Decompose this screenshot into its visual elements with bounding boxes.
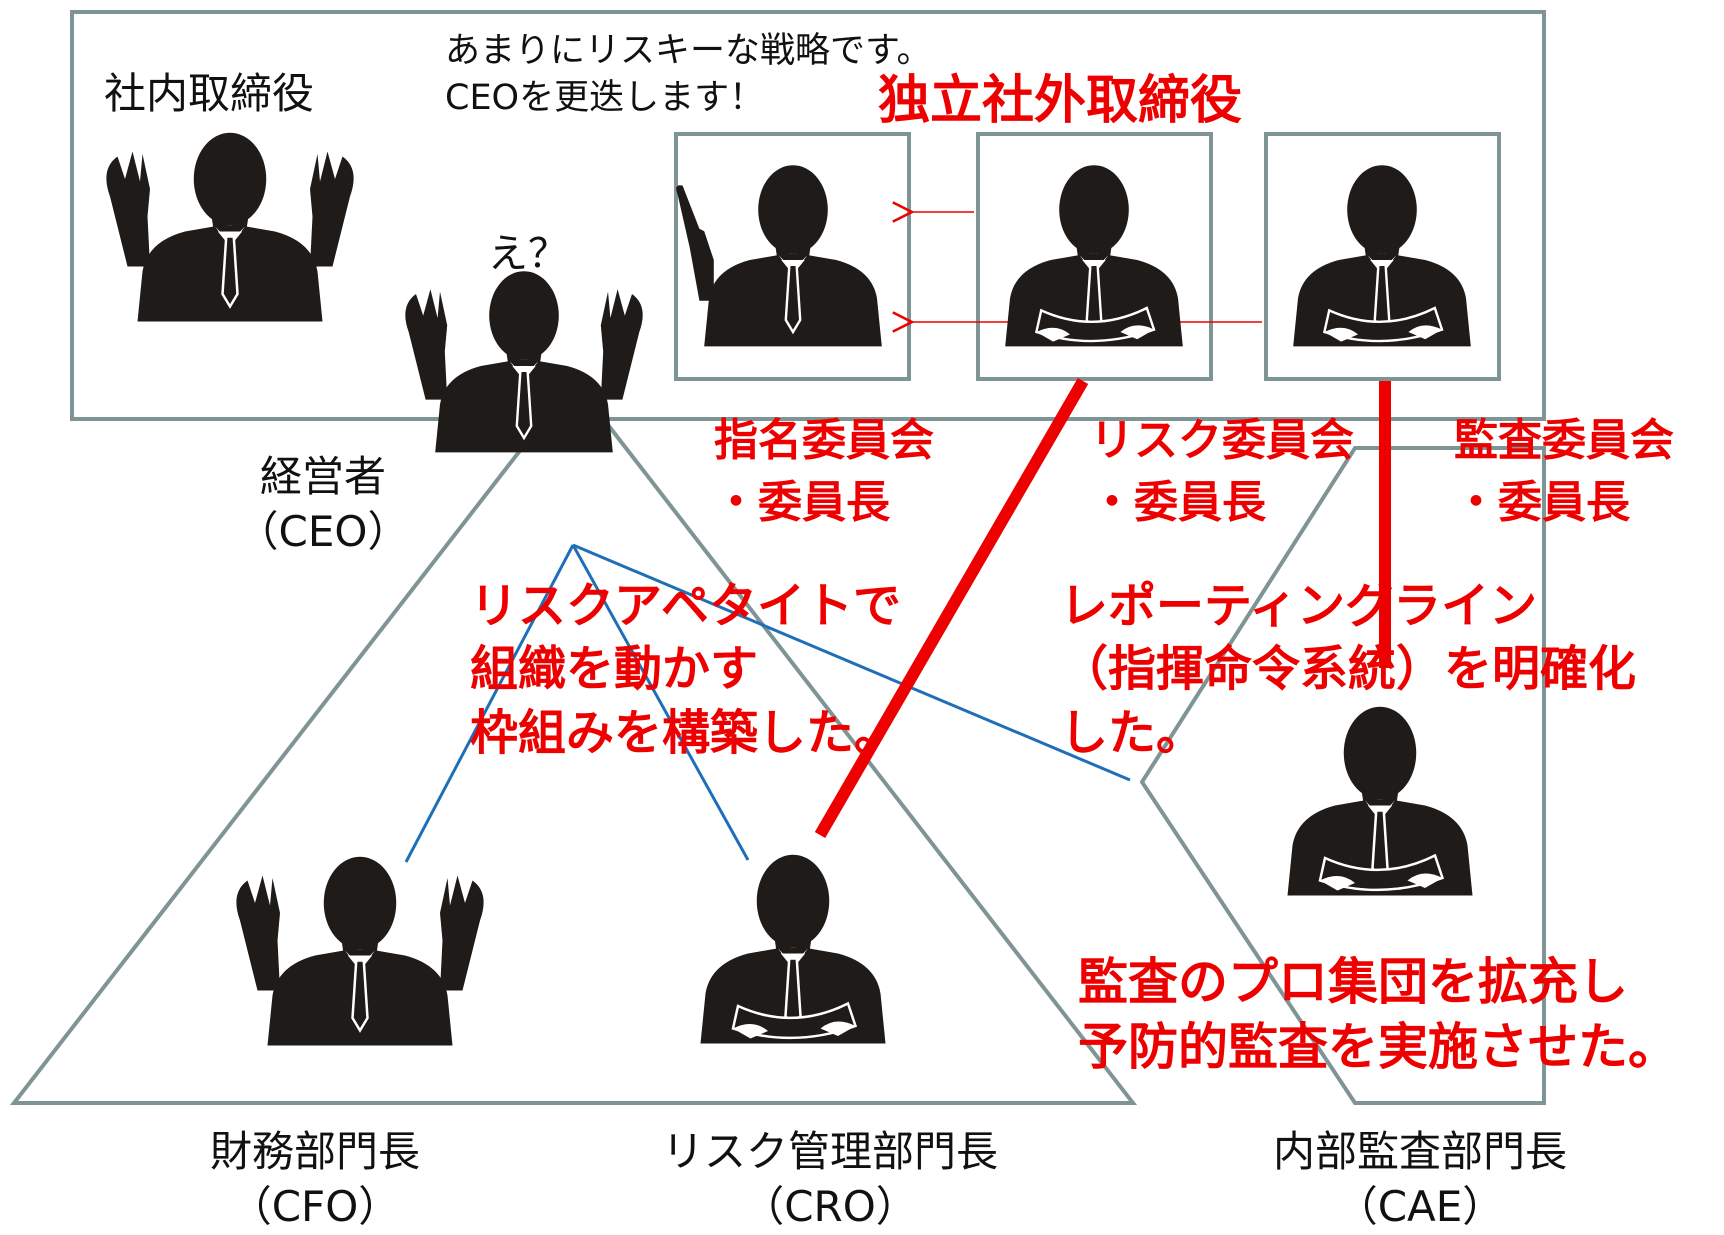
ceo-reaction-text: え？ [488, 231, 568, 277]
audit-committee-label: 監査委員会 ・委員長 [1454, 415, 1674, 528]
internal-directors-label: 社内取締役 [104, 69, 315, 118]
cro-label: リスク管理部門長 （CRO） [661, 1127, 998, 1231]
independent-directors-label: 独立社外取締役 [878, 71, 1243, 131]
cfo-label: 財務部門長 （CFO） [209, 1127, 420, 1231]
person-silhouette-icon [266, 855, 454, 1047]
person-silhouette-icon [433, 269, 614, 454]
person-silhouette-icon [699, 853, 887, 1045]
ceo-cro-line [571, 544, 750, 861]
nomination-chair-frame [674, 132, 911, 381]
risk-chair-cro-line [814, 377, 1089, 839]
ceo-silhouette [405, 269, 643, 454]
nomination-committee-label: 指名委員会 ・委員長 [714, 415, 934, 528]
internal-director-silhouette [106, 131, 354, 323]
board-frame [70, 10, 1546, 421]
person-silhouette-icon [1004, 163, 1185, 348]
person-silhouette-icon [703, 163, 883, 348]
audit-chair-silhouette [1291, 163, 1473, 348]
person-silhouette-icon [1291, 163, 1473, 348]
ceo-cae-line [572, 543, 1131, 782]
audit-expansion-note: 監査のプロ集団を拡充し 予防的監査を実施させた。 [1078, 953, 1678, 1076]
risk-appetite-note: リスクアペタイトで 組織を動かす 枠組みを構築した。 [470, 578, 903, 761]
person-silhouette-icon [136, 131, 324, 323]
internal-audit-shape [1139, 446, 1546, 1105]
ceo-cfo-line [404, 544, 575, 863]
ceo-title-label: 経営者 （CEO） [236, 452, 410, 556]
pointing-hand [676, 185, 714, 301]
risk-chair-silhouette [1004, 163, 1185, 348]
cro-silhouette [699, 853, 887, 1045]
nomination-chair-silhouette [676, 163, 883, 348]
risk-chair-frame [976, 132, 1213, 381]
reporting-line-note: レポーティングライン （指揮命令系統）を明確化 した。 [1060, 578, 1637, 761]
cae-label: 内部監査部門長 （CAE） [1272, 1127, 1567, 1231]
risk-committee-label: リスク委員会 ・委員長 [1090, 415, 1354, 528]
management-triangle [9, 377, 1138, 1105]
cfo-silhouette [236, 855, 484, 1047]
ceo-dismissal-quote: あまりにリスキーな戦略です。 CEOを更迭します！ [445, 31, 932, 119]
audit-chair-frame [1264, 132, 1501, 381]
